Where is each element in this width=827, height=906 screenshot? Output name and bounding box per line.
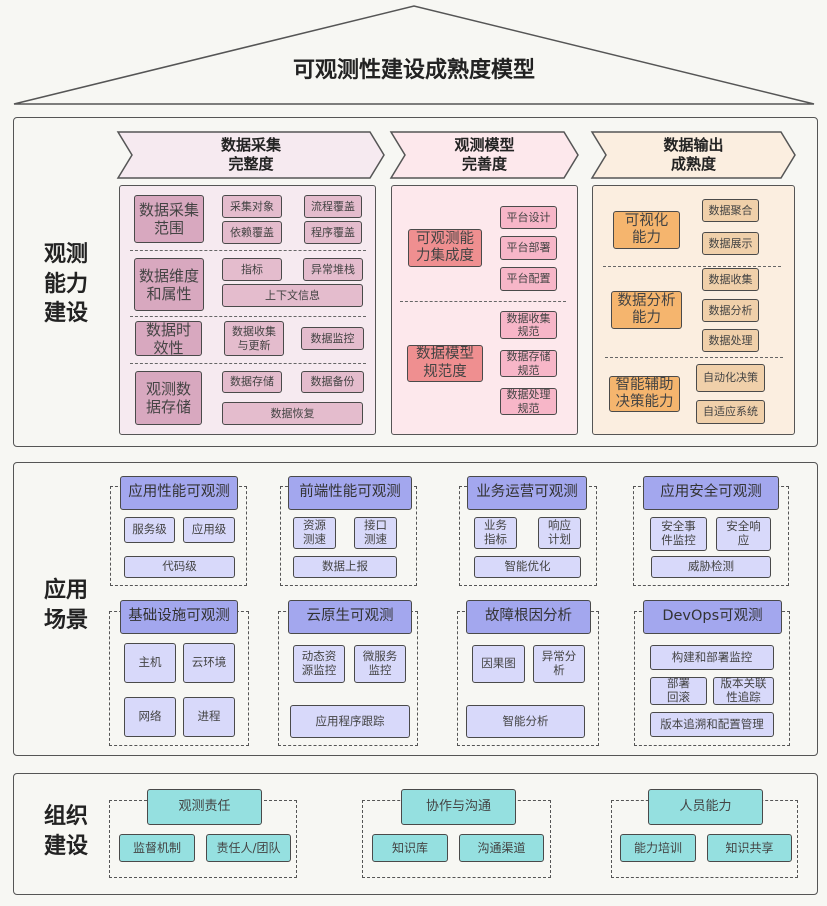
item: 数据存储 <box>222 371 282 393</box>
item: 数据聚合 <box>702 199 759 222</box>
roof <box>13 5 815 105</box>
item: 数据展示 <box>702 232 759 255</box>
divider <box>605 357 783 358</box>
scenario-security-header: 应用安全可观测 <box>643 476 779 510</box>
item: 平台配置 <box>500 267 557 291</box>
col2-header: 观测模型 完善度 <box>454 135 515 174</box>
org-responsibility-header: 观测责任 <box>147 789 262 825</box>
item: 数据处理 <box>702 329 759 352</box>
item: 异常堆栈 <box>303 258 363 281</box>
item: 服务级 <box>124 517 175 543</box>
item: 微服务 监控 <box>354 645 406 683</box>
item: 构建和部署监控 <box>650 645 774 670</box>
item: 动态资 源监控 <box>293 645 345 683</box>
item: 版本追溯和配置管理 <box>650 712 774 737</box>
item: 主机 <box>124 643 176 683</box>
item: 平台部署 <box>500 236 557 260</box>
scenario-rca-header: 故障根因分析 <box>466 600 591 634</box>
divider <box>130 250 366 251</box>
model-title: 可观测性建设成熟度模型 <box>292 58 535 83</box>
group-data-collection-scope: 数据采集 范围 <box>134 195 204 243</box>
item: 知识库 <box>372 834 448 862</box>
item: 智能分析 <box>466 705 585 738</box>
item: 能力培训 <box>620 834 696 862</box>
item: 数据上报 <box>293 556 397 578</box>
item: 数据处理 规范 <box>500 388 557 415</box>
org-people-header: 人员能力 <box>648 789 763 825</box>
item: 智能优化 <box>474 556 581 578</box>
item: 监督机制 <box>119 834 195 862</box>
item: 数据收集 与更新 <box>224 321 284 356</box>
group-integration: 可观测能 力集成度 <box>408 229 482 267</box>
item: 上下文信息 <box>222 284 363 307</box>
item: 接口 测速 <box>354 517 397 549</box>
item: 安全事 件监控 <box>650 517 707 551</box>
divider <box>400 301 566 302</box>
item: 责任人/团队 <box>206 834 291 862</box>
item: 网络 <box>124 697 176 737</box>
group-data-storage: 观测数 据存储 <box>135 371 202 425</box>
org-collaboration-header: 协作与沟通 <box>401 789 516 825</box>
item: 应用级 <box>183 517 235 543</box>
scenario-infra-header: 基础设施可观测 <box>120 600 238 634</box>
item: 部署 回滚 <box>650 676 707 705</box>
scenario-apm-header: 应用性能可观测 <box>120 476 238 510</box>
item: 流程覆盖 <box>304 195 362 218</box>
item: 版本关联 性追踪 <box>713 676 774 705</box>
item: 程序覆盖 <box>304 221 362 244</box>
group-data-dimension: 数据维度 和属性 <box>134 258 204 311</box>
capability-label: 观测 能力 建设 <box>43 242 88 327</box>
group-decision: 智能辅助 决策能力 <box>609 376 680 412</box>
item: 应用程序跟踪 <box>290 705 410 738</box>
item: 指标 <box>222 258 282 281</box>
item: 数据分析 <box>702 299 759 322</box>
item: 资源 测速 <box>293 517 336 549</box>
item: 数据收集 <box>702 268 759 291</box>
group-data-timeliness: 数据时 效性 <box>135 321 202 357</box>
item: 数据监控 <box>301 327 364 350</box>
scenario-business-header: 业务运营可观测 <box>467 476 587 510</box>
item: 安全响 应 <box>716 517 771 551</box>
item: 数据恢复 <box>222 402 363 425</box>
item: 代码级 <box>124 556 235 578</box>
item: 数据存储 规范 <box>500 350 557 377</box>
item: 依赖覆盖 <box>222 221 282 244</box>
item: 云环境 <box>183 643 235 683</box>
col3-header: 数据输出 成熟度 <box>663 135 724 174</box>
scenario-label: 应用 场景 <box>43 578 88 633</box>
item: 沟通渠道 <box>459 834 544 862</box>
item: 数据备份 <box>301 371 364 393</box>
item: 进程 <box>183 697 235 737</box>
item: 威胁检测 <box>651 556 771 578</box>
organization-label: 组织 建设 <box>43 804 88 859</box>
item: 响应 计划 <box>538 517 581 549</box>
scenario-devops-header: DevOps可观测 <box>643 600 782 634</box>
divider <box>603 266 781 267</box>
item: 异常分 析 <box>533 645 585 683</box>
item: 平台设计 <box>500 206 557 229</box>
group-analysis: 数据分析 能力 <box>611 291 682 329</box>
col1-header: 数据采集 完整度 <box>220 135 281 174</box>
group-visualization: 可视化 能力 <box>613 211 680 249</box>
item: 自适应系统 <box>696 400 765 424</box>
divider <box>130 363 366 364</box>
item: 数据收集 规范 <box>500 311 557 339</box>
item: 因果图 <box>472 645 525 683</box>
group-model-standard: 数据模型 规范度 <box>407 345 483 382</box>
item: 自动化决策 <box>696 364 765 392</box>
scenario-frontend-header: 前端性能可观测 <box>288 476 412 510</box>
divider <box>130 316 366 317</box>
item: 知识共享 <box>707 834 792 862</box>
item: 采集对象 <box>222 195 282 218</box>
scenario-cloudnative-header: 云原生可观测 <box>288 600 412 634</box>
item: 业务 指标 <box>474 517 517 549</box>
